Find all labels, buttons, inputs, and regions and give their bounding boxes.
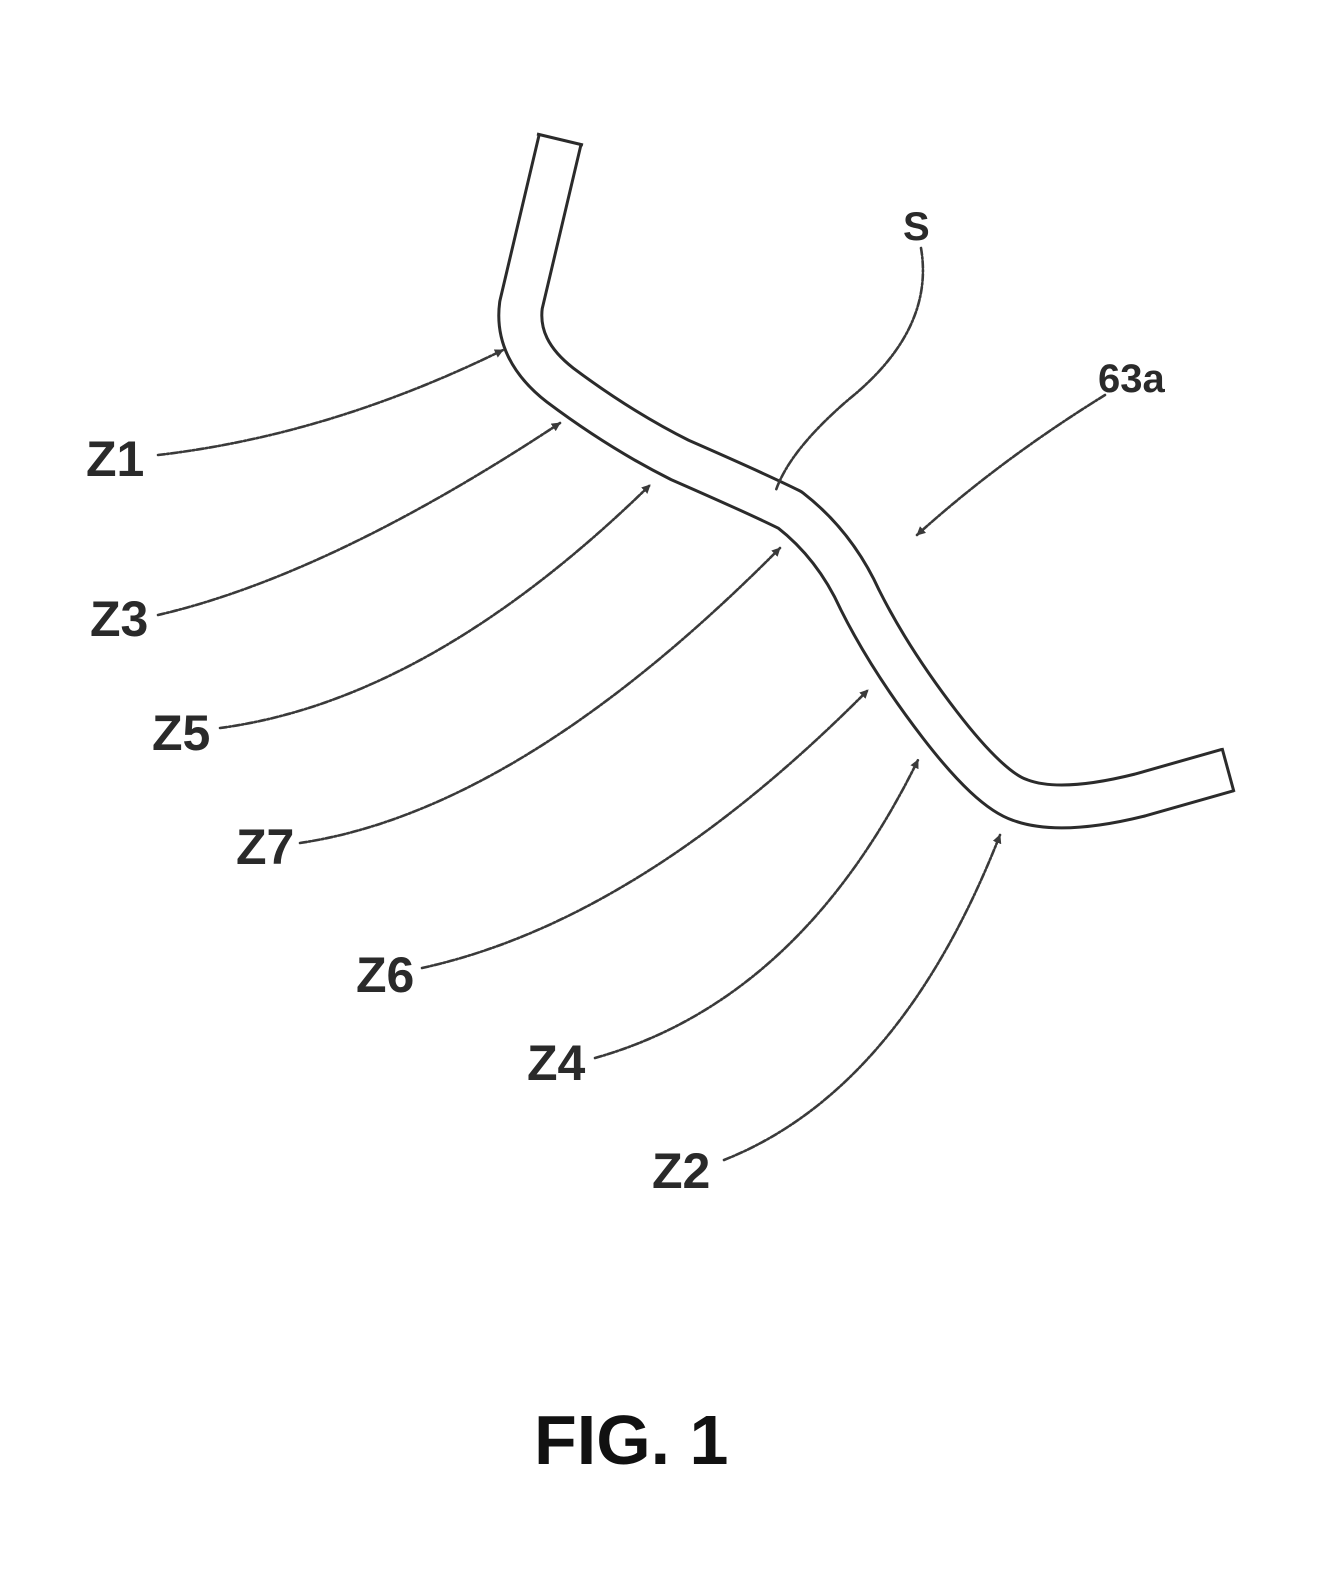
leader-ref [915,393,1107,537]
label-z5: Z5 [152,705,210,761]
label-z6: Z6 [356,947,414,1003]
leader-z2 [722,833,1002,1162]
leader-z7 [298,546,782,845]
label-s: S [903,205,930,249]
label-z2: Z2 [652,1143,710,1199]
leader-s [774,246,925,492]
leader-z5 [218,483,652,730]
label-z4: Z4 [527,1035,586,1091]
leader-z1 [156,348,505,457]
leader-z4 [593,758,920,1060]
leader-z3 [156,421,562,617]
label-z3: Z3 [90,591,148,647]
tube-member [497,132,1236,830]
label-z7: Z7 [236,819,294,875]
figure-caption: FIG. 1 [534,1401,728,1479]
label-z1: Z1 [86,431,144,487]
label-ref-63a: 63a [1098,357,1165,401]
leader-lines [156,246,1107,1162]
reference-labels: Z1 Z3 Z5 Z7 Z6 Z4 Z2 S 63a [86,205,1165,1199]
leader-z6 [420,688,870,970]
